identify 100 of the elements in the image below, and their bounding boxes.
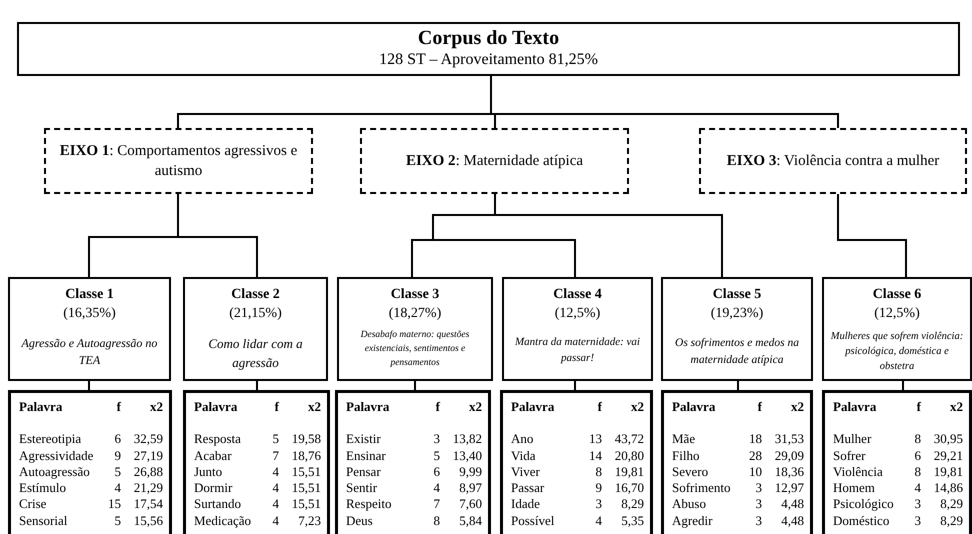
percentage: (21,15%) [229, 305, 282, 323]
table-cell-text: 3 [754, 496, 762, 513]
table-cell-text: 8 [432, 512, 440, 530]
percentage: (16,35%) [63, 305, 116, 323]
class-box [502, 277, 653, 381]
table-cell-text: 13,82 [452, 431, 482, 448]
table-cell-text: 5 [114, 512, 121, 530]
table-cell-text: 4 [272, 464, 279, 480]
class-description: Como lidar com a agressão [207, 335, 304, 372]
table-cell-text: Passar [511, 480, 546, 496]
table-cell-text: Mãe [672, 431, 696, 448]
class-title: Classe 3 [390, 286, 440, 304]
table-cell-text: Doméstico [833, 512, 890, 530]
table-cell-text: 7 [432, 496, 440, 513]
table-cell-text: Severo [672, 464, 710, 480]
table-cell-text: 14,86 [932, 480, 963, 496]
table-cell-text: 4 [594, 512, 602, 530]
table-cell-text: 19,81 [614, 464, 644, 480]
connector-line [737, 381, 739, 390]
table-cell-text: 5,35 [620, 512, 644, 530]
class-description: Os sofrimentos e medos na maternidade atípica [674, 336, 800, 368]
percentage: (19,23%) [710, 305, 764, 323]
table-cell-text: 4 [272, 512, 279, 530]
class-title: Classe 6 [872, 286, 922, 304]
axis-label: EIXO 2: Maternidade atípica [406, 152, 584, 171]
table-cell-text: Acabar [194, 448, 233, 464]
table-cell-text: Ano [511, 431, 534, 448]
table-cell-text: 43,72 [614, 431, 644, 448]
table-cell-text: 4,48 [780, 512, 804, 530]
class-description: Mulheres que sofrem violência: psicológica, doméstica e obstetra [830, 330, 964, 374]
table-cell-text: Filho [672, 448, 700, 464]
table-cell-text: 21,29 [132, 480, 163, 496]
table-cell-text: Violência [833, 464, 884, 480]
table-cell-text: 16,70 [614, 480, 644, 496]
table-cell-text: Sentir [346, 480, 378, 496]
column-header: Palavra [194, 399, 238, 416]
column-header: x2 [149, 399, 163, 416]
column-header: f [916, 399, 921, 416]
table-cell-text: Homem [833, 480, 876, 496]
class-title: Classe 2 [231, 286, 280, 304]
table-cell-text: 3 [754, 480, 762, 496]
table-cell-text: 27,19 [132, 448, 163, 464]
connector-line [177, 194, 258, 277]
table-cell-text: 8,29 [939, 512, 963, 530]
heading: Corpus do Texto [418, 27, 560, 49]
table-cell-text: Idade [511, 496, 541, 513]
percentage: (18,27%) [388, 305, 442, 323]
table-cell-text: Psicológico [833, 496, 895, 513]
table-cell-text: 31,53 [774, 431, 804, 448]
table-cell-text: Dormir [194, 480, 234, 496]
class-description: Mantra da maternidade: vai passar! [514, 335, 641, 366]
table-cell-text: Possível [511, 512, 556, 530]
table-cell-text: 9 [594, 480, 602, 496]
table-cell-text: 3 [914, 496, 921, 513]
table-cell-text: 4,48 [780, 496, 804, 513]
table-cell-text: 15 [107, 496, 121, 513]
table-cell-text: Pensar [346, 464, 382, 480]
title-box [17, 22, 960, 76]
table-cell-text: 4 [432, 480, 440, 496]
axis-box [360, 128, 629, 194]
column-header: x2 [468, 399, 482, 416]
table-cell-text: 8,97 [458, 480, 482, 496]
connector-line [837, 194, 907, 277]
word-table [335, 390, 491, 534]
table-cell-text: 4 [272, 480, 279, 496]
table-cell-text: 7,60 [458, 496, 482, 513]
table-cell-text: Estereotipia [19, 431, 82, 448]
table-cell-text: Agressividade [19, 448, 94, 464]
class-description: Desabafo materno: questões existenciais, sentimentos e pensamentos [360, 329, 470, 370]
table-cell-text: 8,29 [939, 496, 963, 513]
table-cell-text: 32,59 [132, 431, 163, 448]
subheading: 128 ST – Aproveitamento 81,25% [379, 50, 598, 70]
axis-label: EIXO 1: Comportamentos agressivos e autismo [58, 142, 298, 181]
column-header: Palavra [672, 399, 716, 416]
table-cell-text: 6 [432, 464, 440, 480]
table-cell-text: 3 [914, 512, 921, 530]
class-box [183, 277, 328, 381]
column-header: f [116, 399, 121, 416]
table-cell-text: 3 [432, 431, 440, 448]
table-cell-text: 5 [114, 464, 121, 480]
word-table [8, 390, 172, 534]
column-header: f [756, 399, 762, 416]
table-cell-text: Crise [19, 496, 48, 513]
table-cell-text: 8,29 [620, 496, 644, 513]
table-cell-text: 6 [114, 431, 121, 448]
table-cell-text: 14 [588, 448, 602, 464]
table-cell-text: 13,40 [452, 448, 482, 464]
connector-line [574, 381, 576, 390]
class-description: Agressão e Autoagressão no TEA [20, 335, 158, 370]
word-table [661, 390, 813, 534]
table-cell-text: 3 [594, 496, 602, 513]
table-cell-text: 15,51 [290, 464, 321, 480]
table-cell-text: Ensinar [346, 448, 387, 464]
table-cell-text: 13 [588, 431, 602, 448]
table-cell-text: 4 [272, 496, 279, 513]
class-box [337, 277, 493, 381]
percentage: (12,5%) [874, 305, 920, 323]
table-cell-text: 8 [914, 431, 921, 448]
axis-box [44, 128, 313, 194]
column-header: x2 [790, 399, 804, 416]
